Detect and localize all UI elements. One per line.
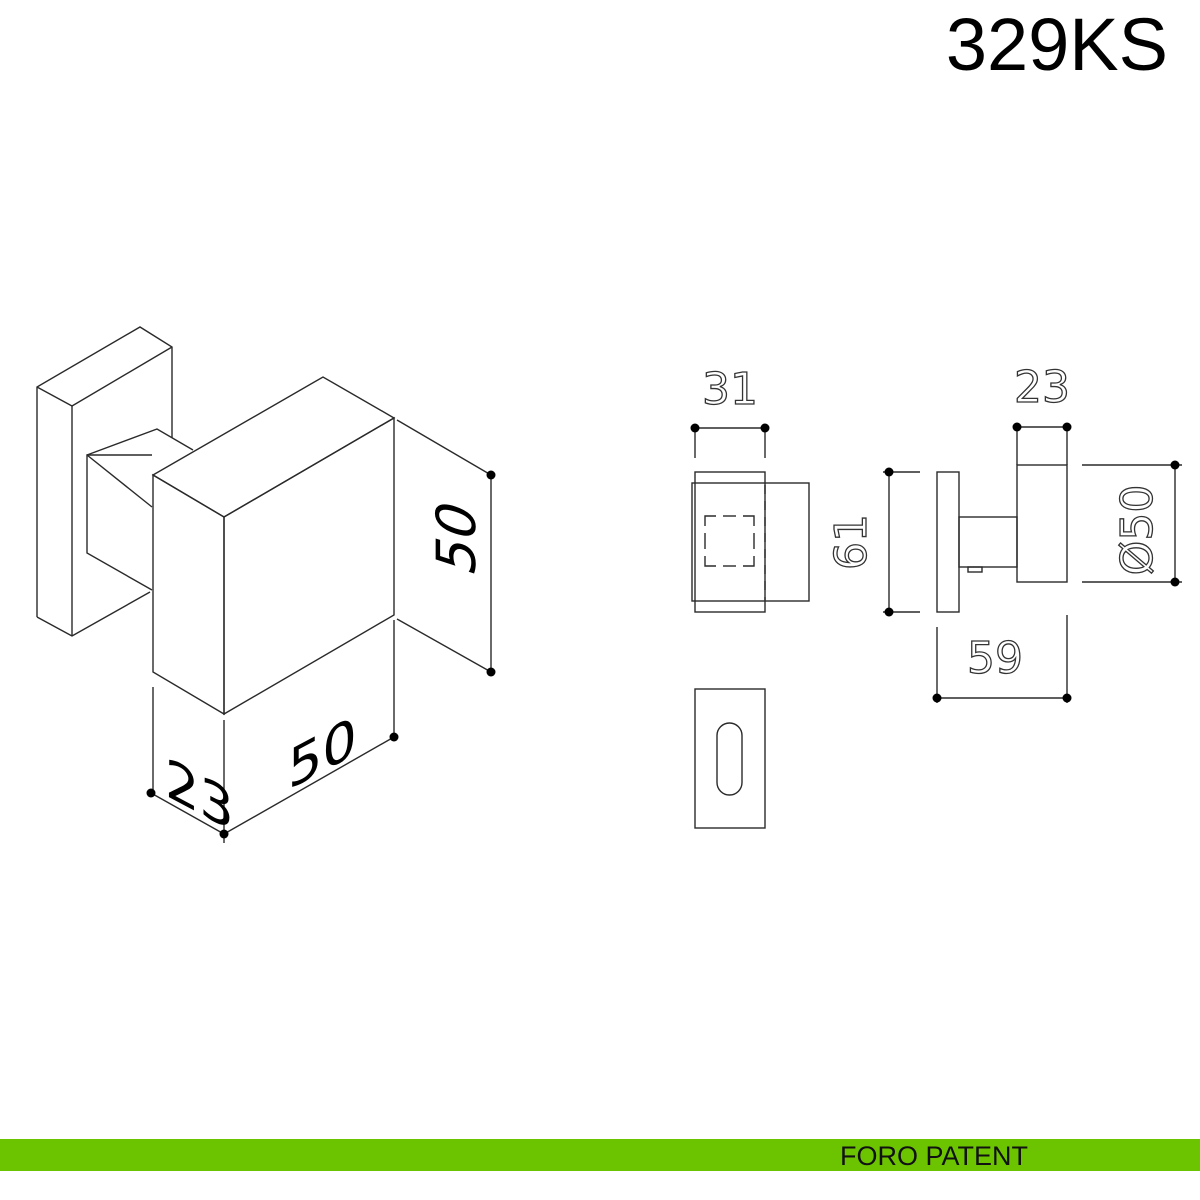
model-title: 329KS (945, 3, 1168, 86)
isometric-view: 50 23 50 (36, 326, 496, 845)
dimension-height: 50 (396, 419, 496, 677)
dim-31-label: 31 (702, 364, 758, 415)
keyhole-slot (716, 722, 743, 796)
dim-diameter-label: Ø50 (1112, 485, 1163, 576)
stem (86, 428, 194, 591)
knob-cube (151, 376, 396, 716)
front-view: 31 (690, 363, 810, 613)
footer-bar (0, 1139, 1200, 1171)
side-view: 23 61 Ø50 59 (825, 361, 1182, 703)
dim-23-label: 23 (1014, 362, 1070, 413)
rose-plate (36, 326, 173, 637)
footer-label: FORO PATENT (840, 1141, 1028, 1171)
dim-width-label: 50 (288, 703, 357, 803)
dim-59-label: 59 (967, 633, 1023, 684)
square-hole-hidden-lines (704, 515, 755, 567)
dim-height-label: 50 (426, 493, 488, 582)
dimension-width-depth: 23 50 (146, 620, 399, 845)
dim-61-label: 61 (826, 514, 877, 570)
rose-plate-view (694, 688, 766, 829)
